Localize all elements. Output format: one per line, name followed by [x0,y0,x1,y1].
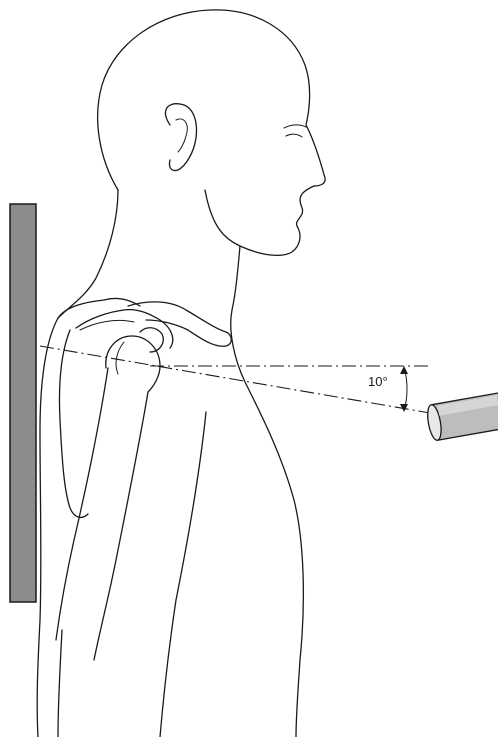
humerus-lateral [56,368,108,640]
back-outline [37,318,58,737]
coracoid-process [140,328,163,352]
scapula-body [59,330,88,517]
chest-outline [246,384,303,737]
face-profile [205,186,314,255]
humeral-head [106,336,160,392]
angle-arrow-top [400,366,408,374]
clavicle [128,302,231,346]
detector-plate [10,204,36,602]
neck-front [231,246,246,384]
ear [165,104,196,171]
arm-front [160,412,206,737]
angle-arc [404,368,407,410]
ear-inner [176,119,187,152]
head-outline [98,10,325,190]
shoulder-top [58,298,140,318]
glenoid [116,342,124,374]
humerus-medial [94,392,148,660]
arm-back [58,630,62,737]
angle-label: 10° [368,374,388,389]
eye-line [284,125,306,137]
x-ray-tube [425,393,498,442]
scapula-spine [80,320,134,330]
